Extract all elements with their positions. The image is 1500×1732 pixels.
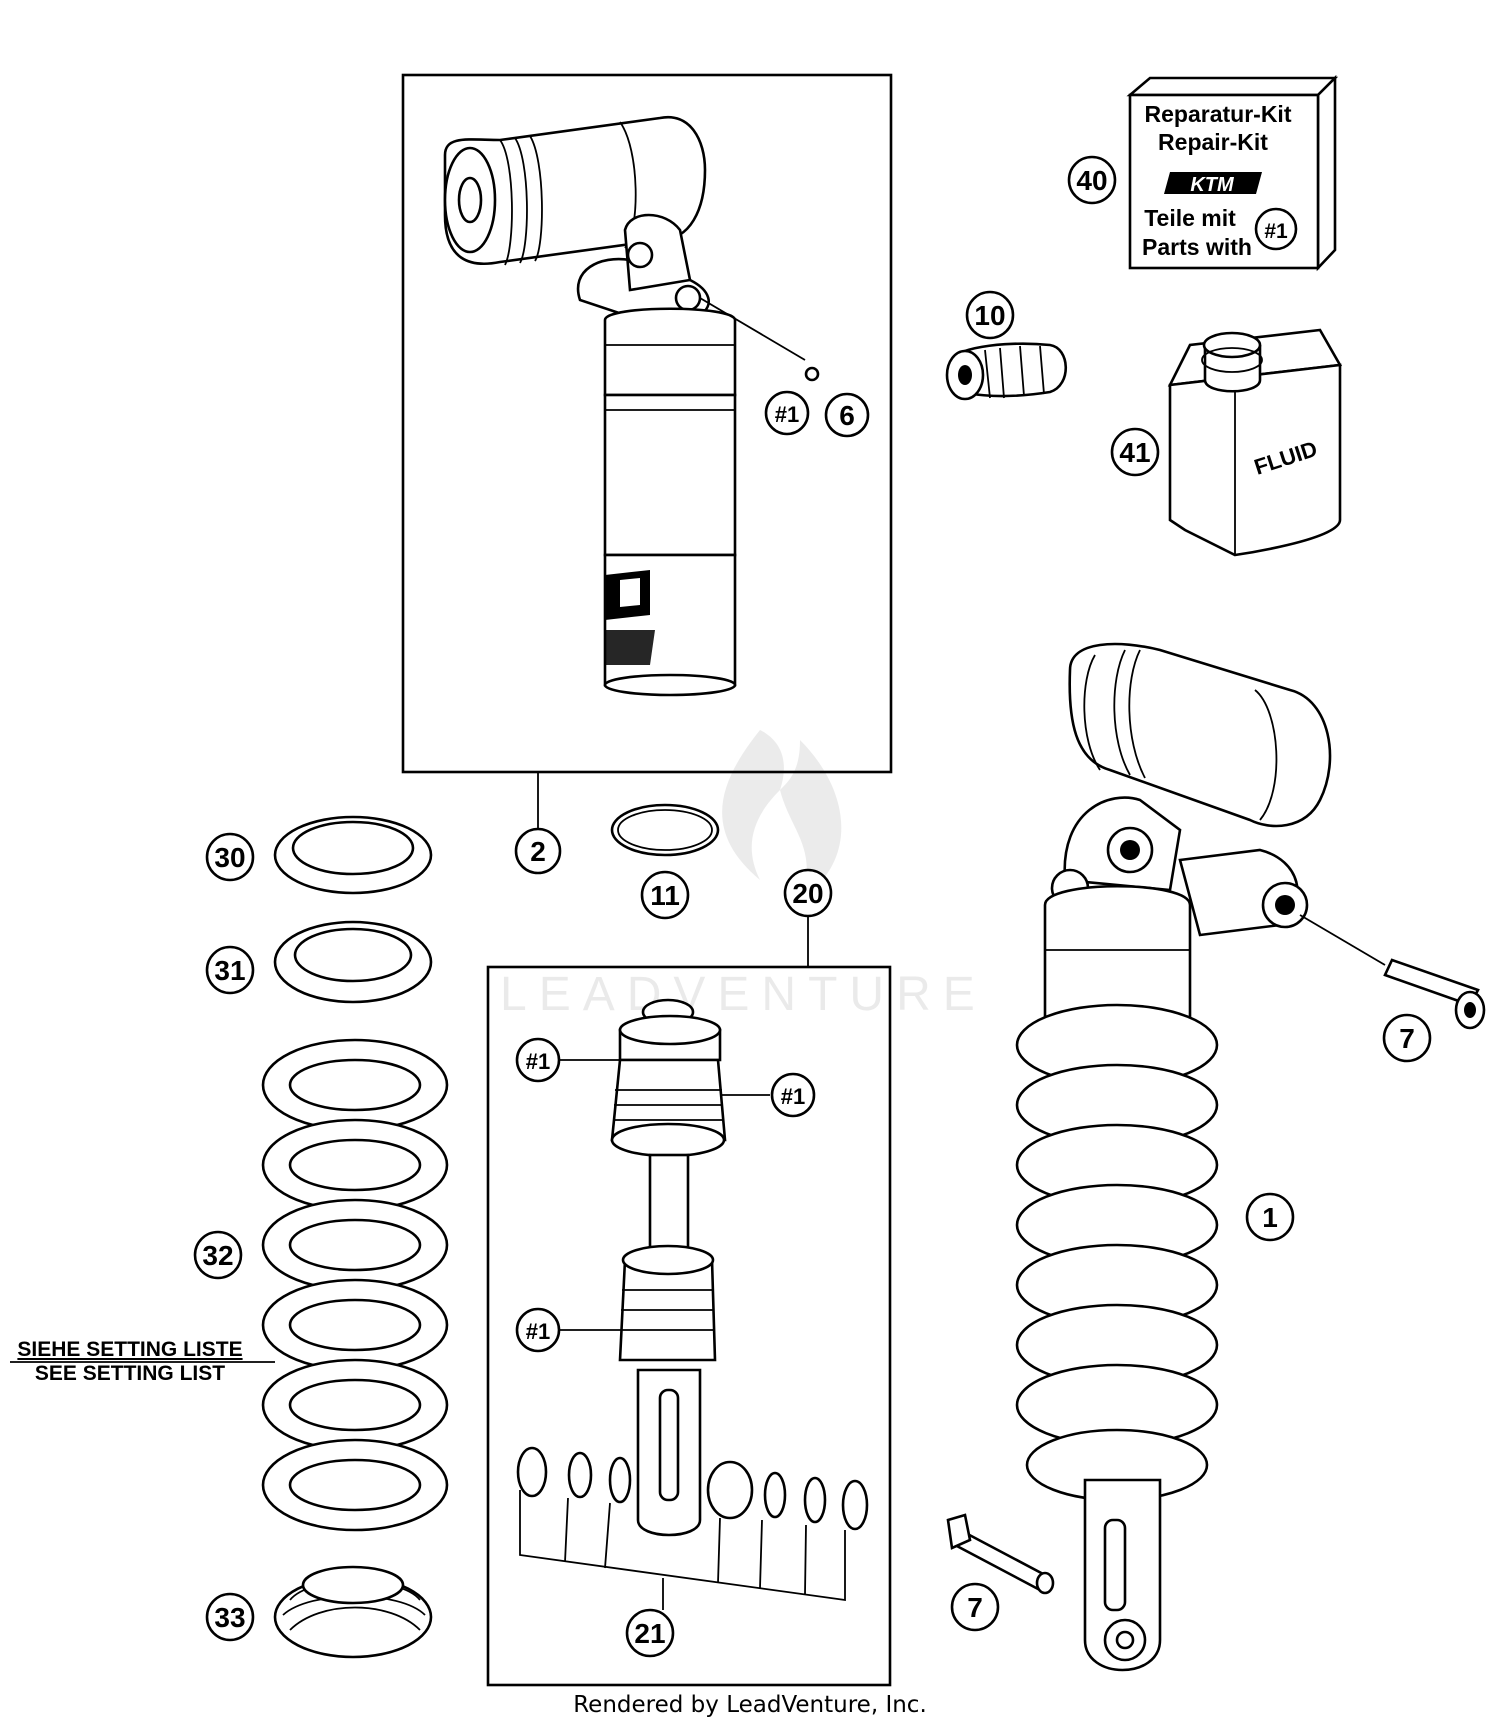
callout-ref-a: #1 [515,1037,561,1083]
svg-text:1: 1 [1262,1202,1278,1233]
leadventure-watermark: LEADVENTURE [500,730,987,1021]
svg-text:#1: #1 [526,1319,550,1344]
callout-20: 20 [783,868,833,918]
spring-32 [261,1038,449,1532]
callout-41: 41 [1110,427,1160,477]
shock-body-illustration [443,115,820,697]
spring-retainer-31 [273,920,433,1004]
repair-kit-box: Reparatur-Kit Repair-Kit KTM Teile mit P… [1126,74,1339,272]
svg-text:7: 7 [1399,1023,1415,1054]
callout-10: 10 [965,290,1015,340]
bolt-7a [1299,914,1486,1030]
svg-text:32: 32 [202,1240,233,1271]
bolt-7b [946,1513,1055,1595]
shock-body-frame [401,73,893,774]
repair-kit-line-1: Reparatur-Kit [1145,101,1292,127]
callout-6: 6 [824,392,870,438]
callout-1: 1 [1245,1192,1295,1242]
svg-text:21: 21 [634,1618,665,1649]
complete-shock-illustration [1015,642,1332,1672]
damper-rod-frame [486,965,892,1687]
callout-ref-c: #1 [515,1307,561,1353]
svg-text:40: 40 [1076,165,1107,196]
svg-text:41: 41 [1119,437,1150,468]
damper-rod-illustration [516,998,869,1610]
svg-text:2: 2 [530,836,546,867]
ktm-logo: KTM [1164,172,1262,196]
svg-text:30: 30 [214,842,245,873]
setting-note-line-2: SEE SETTING LIST [34,1362,226,1385]
repair-kit-line-4: Parts with [1142,234,1252,260]
svg-text:20: 20 [792,878,823,909]
callout-7b: 7 [950,1582,1000,1632]
callout-31: 31 [205,945,255,995]
valve-part-10 [945,342,1067,401]
svg-text:33: 33 [214,1602,245,1633]
svg-text:7: 7 [967,1592,983,1623]
bump-stop-33 [273,1565,433,1659]
svg-text:31: 31 [214,955,245,986]
callout-30: 30 [205,832,255,882]
svg-text:10: 10 [974,300,1005,331]
svg-text:11: 11 [650,880,680,911]
callout-ref-b: #1 [770,1072,816,1118]
svg-text:6: 6 [839,400,855,431]
callout-40: 40 [1067,155,1117,205]
repair-kit-line-3: Teile mit [1144,205,1236,231]
svg-text:#1: #1 [526,1049,550,1074]
callout-7a: 7 [1382,1013,1432,1063]
setting-note-line-1: SIEHE SETTING LISTE [17,1338,243,1361]
ring-part-11 [610,803,720,857]
repair-kit-line-2: Repair-Kit [1158,129,1268,155]
callout-ref-top: #1 [764,390,810,436]
svg-text:#1: #1 [781,1084,805,1109]
callout-33: 33 [205,1592,255,1642]
callout-2: 2 [514,827,562,875]
setting-note: SIEHE SETTING LISTE SEE SETTING LIST [10,1338,250,1386]
callout-32: 32 [193,1230,243,1280]
spring-retainer-30 [273,815,433,895]
footer-rendered-by: Rendered by LeadVenture, Inc. [573,1692,927,1718]
callout-21: 21 [625,1608,675,1658]
fluid-can: FLUID [1167,328,1343,557]
callout-11: 11 [640,870,690,920]
svg-text:#1: #1 [775,402,799,427]
svg-text:KTM: KTM [1190,174,1235,196]
watermark-text: LEADVENTURE [500,968,987,1021]
svg-text:#1: #1 [1264,220,1288,243]
